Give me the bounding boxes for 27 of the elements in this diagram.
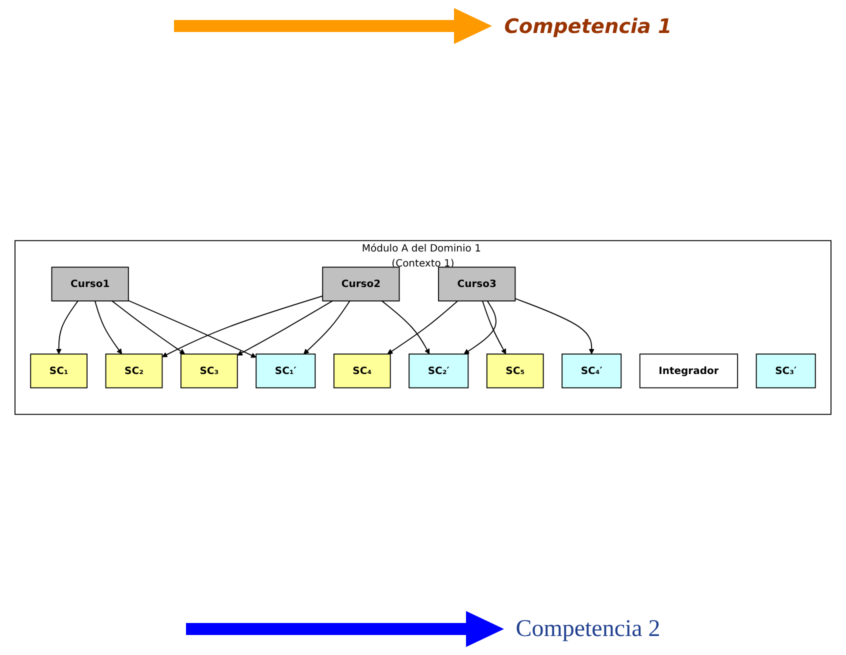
node-box: SC₂′	[408, 354, 469, 388]
node-box: SC₁	[30, 354, 88, 388]
arrow	[94, 300, 122, 354]
arrow	[112, 300, 186, 354]
node-box: SC₂	[105, 354, 163, 388]
node-box: SC₁′	[256, 354, 316, 388]
arrow	[128, 300, 256, 358]
arrow	[387, 300, 458, 354]
node-box: SC₃′	[756, 354, 816, 388]
competence-label: Competencia 2	[516, 616, 660, 642]
arrow	[514, 298, 594, 354]
node-box: SC₃	[180, 354, 238, 388]
competence-label: Competencia 1	[504, 14, 672, 38]
arrow	[464, 300, 496, 354]
arrow	[303, 300, 350, 354]
node-box: Curso2	[322, 266, 400, 302]
arrow	[482, 300, 506, 354]
arrow	[56, 300, 78, 354]
node-box: Curso1	[51, 266, 129, 302]
node-box: Curso3	[438, 266, 516, 302]
node-box: Integrador	[639, 354, 738, 388]
node-box: SC₄	[333, 354, 391, 388]
arrow	[237, 300, 333, 356]
arrow	[162, 295, 324, 358]
node-box: SC₄′	[562, 354, 622, 388]
arrow	[381, 300, 430, 354]
node-box: SC₅	[486, 354, 544, 388]
